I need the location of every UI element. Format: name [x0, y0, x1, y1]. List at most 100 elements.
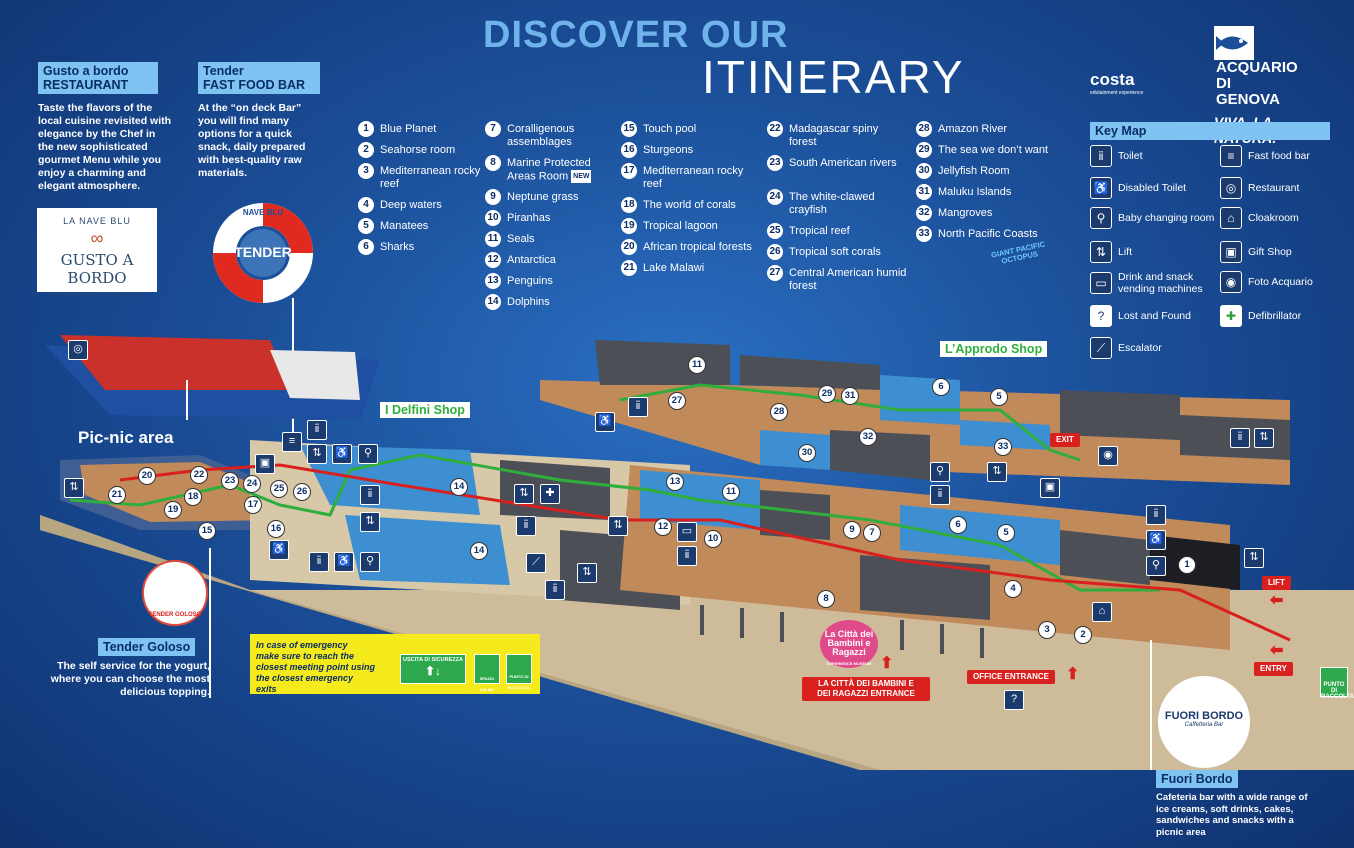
punto-raccolta-sign: PUNTO DI RACCOLTA [1320, 667, 1354, 700]
map-marker-25: 25 [270, 480, 288, 498]
entry-arrow-icon: ⬅ [1270, 642, 1284, 659]
tender-header-1: Tender [203, 64, 244, 78]
map-marker-33: 33 [994, 438, 1012, 456]
escalator-icon: ⟋ [526, 553, 546, 573]
costa-logo-text: costa [1090, 70, 1135, 89]
itinerary-number: 12 [485, 252, 501, 268]
map-marker-31: 31 [841, 387, 859, 405]
tender-goloso-logo: TENDER GOLOSO [142, 560, 208, 626]
lift-icon: ⇅ [1244, 548, 1264, 568]
itinerary-item: 3 Mediterranean rocky reef [358, 163, 488, 191]
itinerary-label: Tropical lagoon [643, 220, 718, 233]
itinerary-item: 7 Coralligenous assemblages [485, 121, 615, 149]
itinerary-number: 9 [485, 189, 501, 205]
disabled-toilet-icon: ♿ [332, 444, 352, 464]
itinerary-label: Deep waters [380, 199, 442, 212]
itinerary-label: The world of corals [643, 199, 736, 212]
gusto-logo-sub: EDUTAINMENT RESTAURANT [50, 293, 144, 299]
itinerary-number: 7 [485, 121, 501, 137]
itinerary-item: 20 African tropical forests [621, 239, 761, 255]
gift-icon: ▣ [1040, 478, 1060, 498]
title-line-1: DISCOVER OUR [483, 14, 789, 56]
key-map-item: ✚Defibrillator [1220, 305, 1340, 327]
itinerary-label: African tropical forests [643, 241, 752, 254]
itinerary-label-text: Jellyfish Room [938, 165, 1010, 177]
itinerary-label: Touch pool [643, 123, 696, 136]
itinerary-number: 21 [621, 260, 637, 276]
itinerary-number: 14 [485, 294, 501, 310]
lift-icon: ⇅ [64, 478, 84, 498]
itinerary-number: 30 [916, 163, 932, 179]
lift-icon: ⇅ [1254, 428, 1274, 448]
toilet-icon: ⅱ [930, 485, 950, 505]
itinerary-label: Blue Planet [380, 123, 436, 136]
itinerary-label: Mediterranean rocky reef [380, 165, 488, 191]
itinerary-number: 15 [621, 121, 637, 137]
acquario-name: ACQUARIO DI GENOVA [1216, 59, 1298, 108]
key-map-label: Escalator [1118, 342, 1162, 354]
toilet-icon: ⅱ [1090, 145, 1112, 167]
map-marker-15: 15 [198, 522, 216, 540]
map-marker-21: 21 [108, 486, 126, 504]
map-marker-28: 28 [770, 403, 788, 421]
key-map-label: Lift [1118, 246, 1133, 258]
map-marker-14: 14 [470, 542, 488, 560]
tender-header: Tender FAST FOOD BAR [198, 62, 320, 94]
key-map-item: ⟋Escalator [1090, 337, 1218, 359]
key-map-item: ▣Gift Shop [1220, 241, 1340, 263]
map-marker-14: 14 [450, 478, 468, 496]
key-map-label: Drink and snack vending machines [1118, 271, 1203, 295]
emergency-exit-sign: USCITA DI SICUREZZA ⬆↓ [400, 654, 466, 684]
toilet-icon: ⅱ [1146, 505, 1166, 525]
map-marker-19: 19 [164, 501, 182, 519]
itinerary-number: 27 [767, 265, 783, 281]
itinerary-label-text: Central American humid forest [789, 267, 907, 292]
itinerary-label: Dolphins [507, 296, 550, 309]
gusto-header: Gusto a bordo RESTAURANT [38, 62, 158, 94]
defibrillator-icon: ✚ [1220, 305, 1242, 327]
key-map-label: Fast food bar [1248, 150, 1310, 162]
itinerary-number: 26 [767, 244, 783, 260]
itinerary-label-text: Coralligenous assemblages [507, 123, 575, 148]
map-marker-2: 2 [1074, 626, 1092, 644]
itinerary-label-text: Mangroves [938, 207, 993, 219]
disabled-toilet-icon: ♿ [334, 552, 354, 572]
key-map-label: Toilet [1118, 150, 1143, 162]
lift-icon: ⇅ [1090, 241, 1112, 263]
itinerary-item: 14 Dolphins [485, 294, 615, 310]
itinerary-number: 16 [621, 142, 637, 158]
itinerary-number: 20 [621, 239, 637, 255]
emergency-box: In case of emergency make sure to reach … [250, 634, 540, 694]
itinerary-label: Neptune grass [507, 191, 579, 204]
citta-entrance-label: LA CITTÀ DEI BAMBINI E DEI RAGAZZI ENTRA… [802, 677, 930, 701]
itinerary-label: Sharks [380, 241, 414, 254]
itinerary-label-text: South American rivers [789, 157, 897, 169]
tender-header-2: FAST FOOD BAR [203, 78, 306, 92]
itinerary-number: 4 [358, 197, 374, 213]
emergency-title: In case of emergency [256, 640, 348, 650]
itinerary-number: 3 [358, 163, 374, 179]
itinerary-number: 18 [621, 197, 637, 213]
restaurant-icon: ◎ [68, 340, 88, 360]
lift-icon: ⇅ [987, 462, 1007, 482]
map-marker-29: 29 [818, 385, 836, 403]
itinerary-label: Lake Malawi [643, 262, 704, 275]
itinerary-number: 11 [485, 231, 501, 247]
tender-goloso-header: Tender Goloso [98, 638, 196, 656]
camera-icon: ◉ [1220, 271, 1242, 293]
fast-food-icon: ≡ [282, 432, 302, 452]
map-marker-6: 6 [949, 516, 967, 534]
itinerary-label: Sturgeons [643, 144, 693, 157]
map-marker-30: 30 [798, 444, 816, 462]
itinerary-item: 21 Lake Malawi [621, 260, 761, 276]
goloso-pointer-line [209, 548, 211, 698]
